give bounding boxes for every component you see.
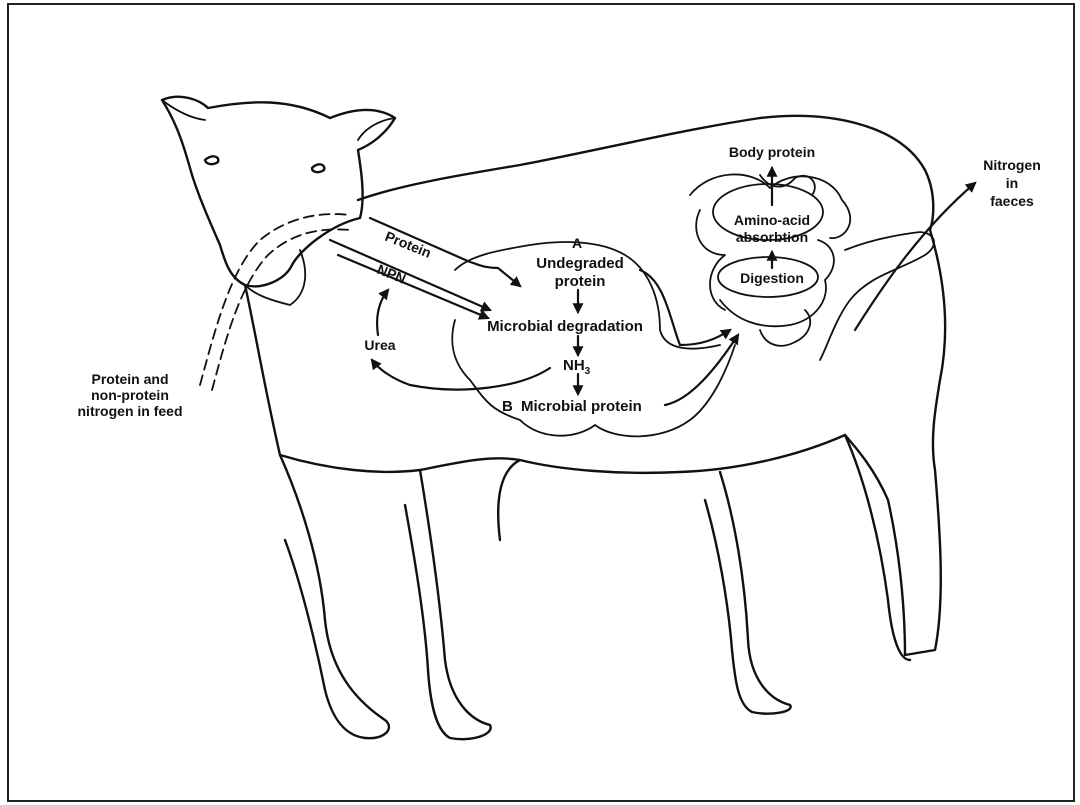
section-b-label: B <box>502 398 513 415</box>
body-protein-label: Body protein <box>729 144 815 160</box>
sheep-eye-left <box>205 156 218 164</box>
faeces-label-line1: Nitrogen <box>983 157 1041 173</box>
microbial-degradation-label: Microbial degradation <box>487 318 643 335</box>
sheep-hind <box>845 230 945 655</box>
feed-label-line2: non-protein <box>91 387 169 403</box>
nh3-label: NH3 <box>563 357 591 377</box>
feed-label-line1: Protein and <box>91 371 168 387</box>
digestion-label: Digestion <box>740 270 804 286</box>
sheep-hind-leg-left <box>705 472 791 714</box>
microbial-protein-label: Microbial protein <box>521 398 642 415</box>
section-a-label: A <box>572 235 582 251</box>
faeces-arrow <box>855 183 975 330</box>
amino-acid-label-line2: absorbtion <box>736 229 808 245</box>
sheep-head <box>162 97 395 287</box>
protein-label: Protein <box>383 228 434 261</box>
npn-label: NPN <box>375 261 408 287</box>
sheep-front-leg-right <box>405 470 491 739</box>
urea-arrow <box>372 360 550 390</box>
urea-label: Urea <box>364 337 395 353</box>
sheep-front-leg-left <box>280 455 389 738</box>
urea-up-arrow <box>377 290 388 335</box>
labels: Protein and non-protein nitrogen in feed… <box>78 144 1041 419</box>
undegraded-label-line1: Undegraded <box>536 255 624 272</box>
faeces-label-line3: faeces <box>990 193 1034 209</box>
sheep-back <box>358 116 933 230</box>
sheep-hind-leg-right <box>845 435 910 660</box>
feed-label-line3: nitrogen in feed <box>78 403 183 419</box>
undegraded-label-line2: protein <box>555 273 606 290</box>
sheep-ear-right <box>358 118 395 140</box>
sheep-outline <box>162 97 945 739</box>
sheep-eye-right <box>312 164 324 172</box>
faeces-label-line2: in <box>1006 175 1018 191</box>
sheep-belly <box>498 435 845 540</box>
undegraded-to-intestine-arrow <box>640 270 730 345</box>
amino-acid-label-line1: Amino-acid <box>734 212 810 228</box>
